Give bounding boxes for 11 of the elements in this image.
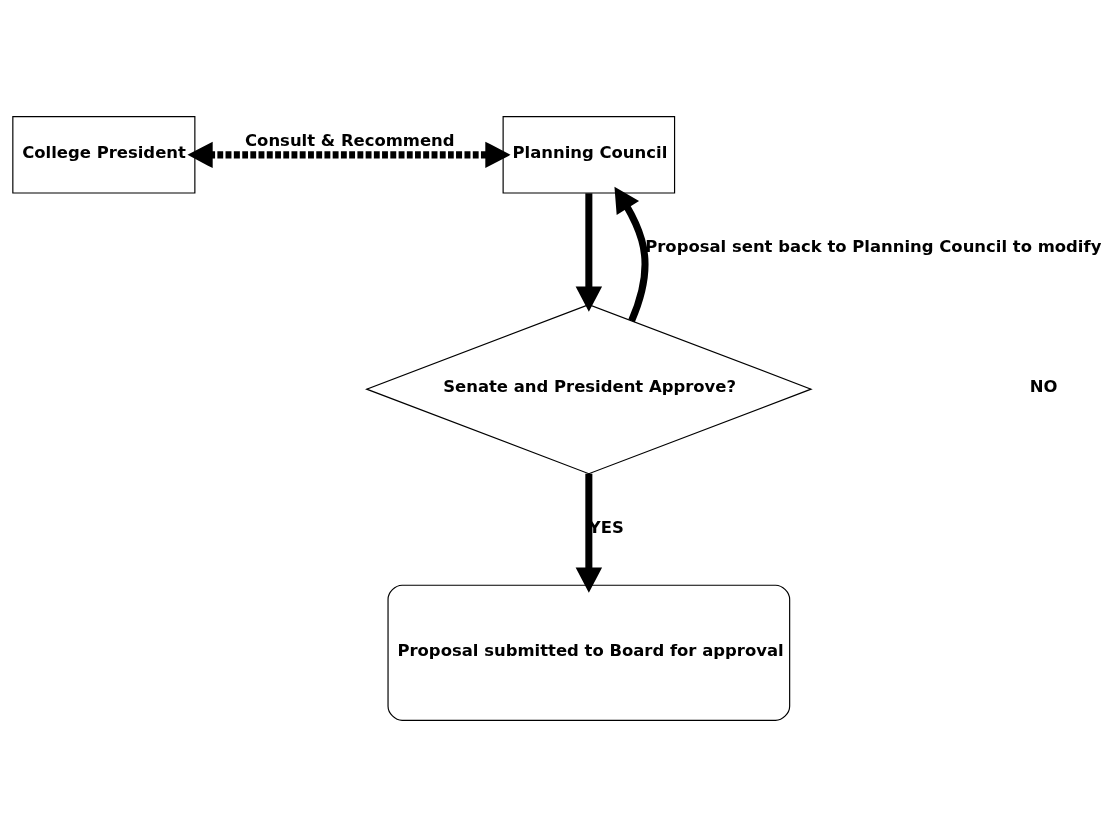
node-box: Planning Council xyxy=(502,115,676,194)
edge-label: Proposal sent back to Planning Council to modify xyxy=(645,236,1102,256)
arrow xyxy=(575,192,603,312)
node-box: College President xyxy=(12,115,196,194)
label: NO xyxy=(1029,376,1058,396)
node-diamond: Senate and President Approve? xyxy=(365,303,813,474)
arrow xyxy=(187,141,511,168)
edge-label: YES xyxy=(588,517,624,537)
node-box: Proposal submitted to Board for approval xyxy=(387,584,791,721)
edge-label: Consult & Recommend xyxy=(245,130,455,150)
arrow xyxy=(614,186,649,322)
